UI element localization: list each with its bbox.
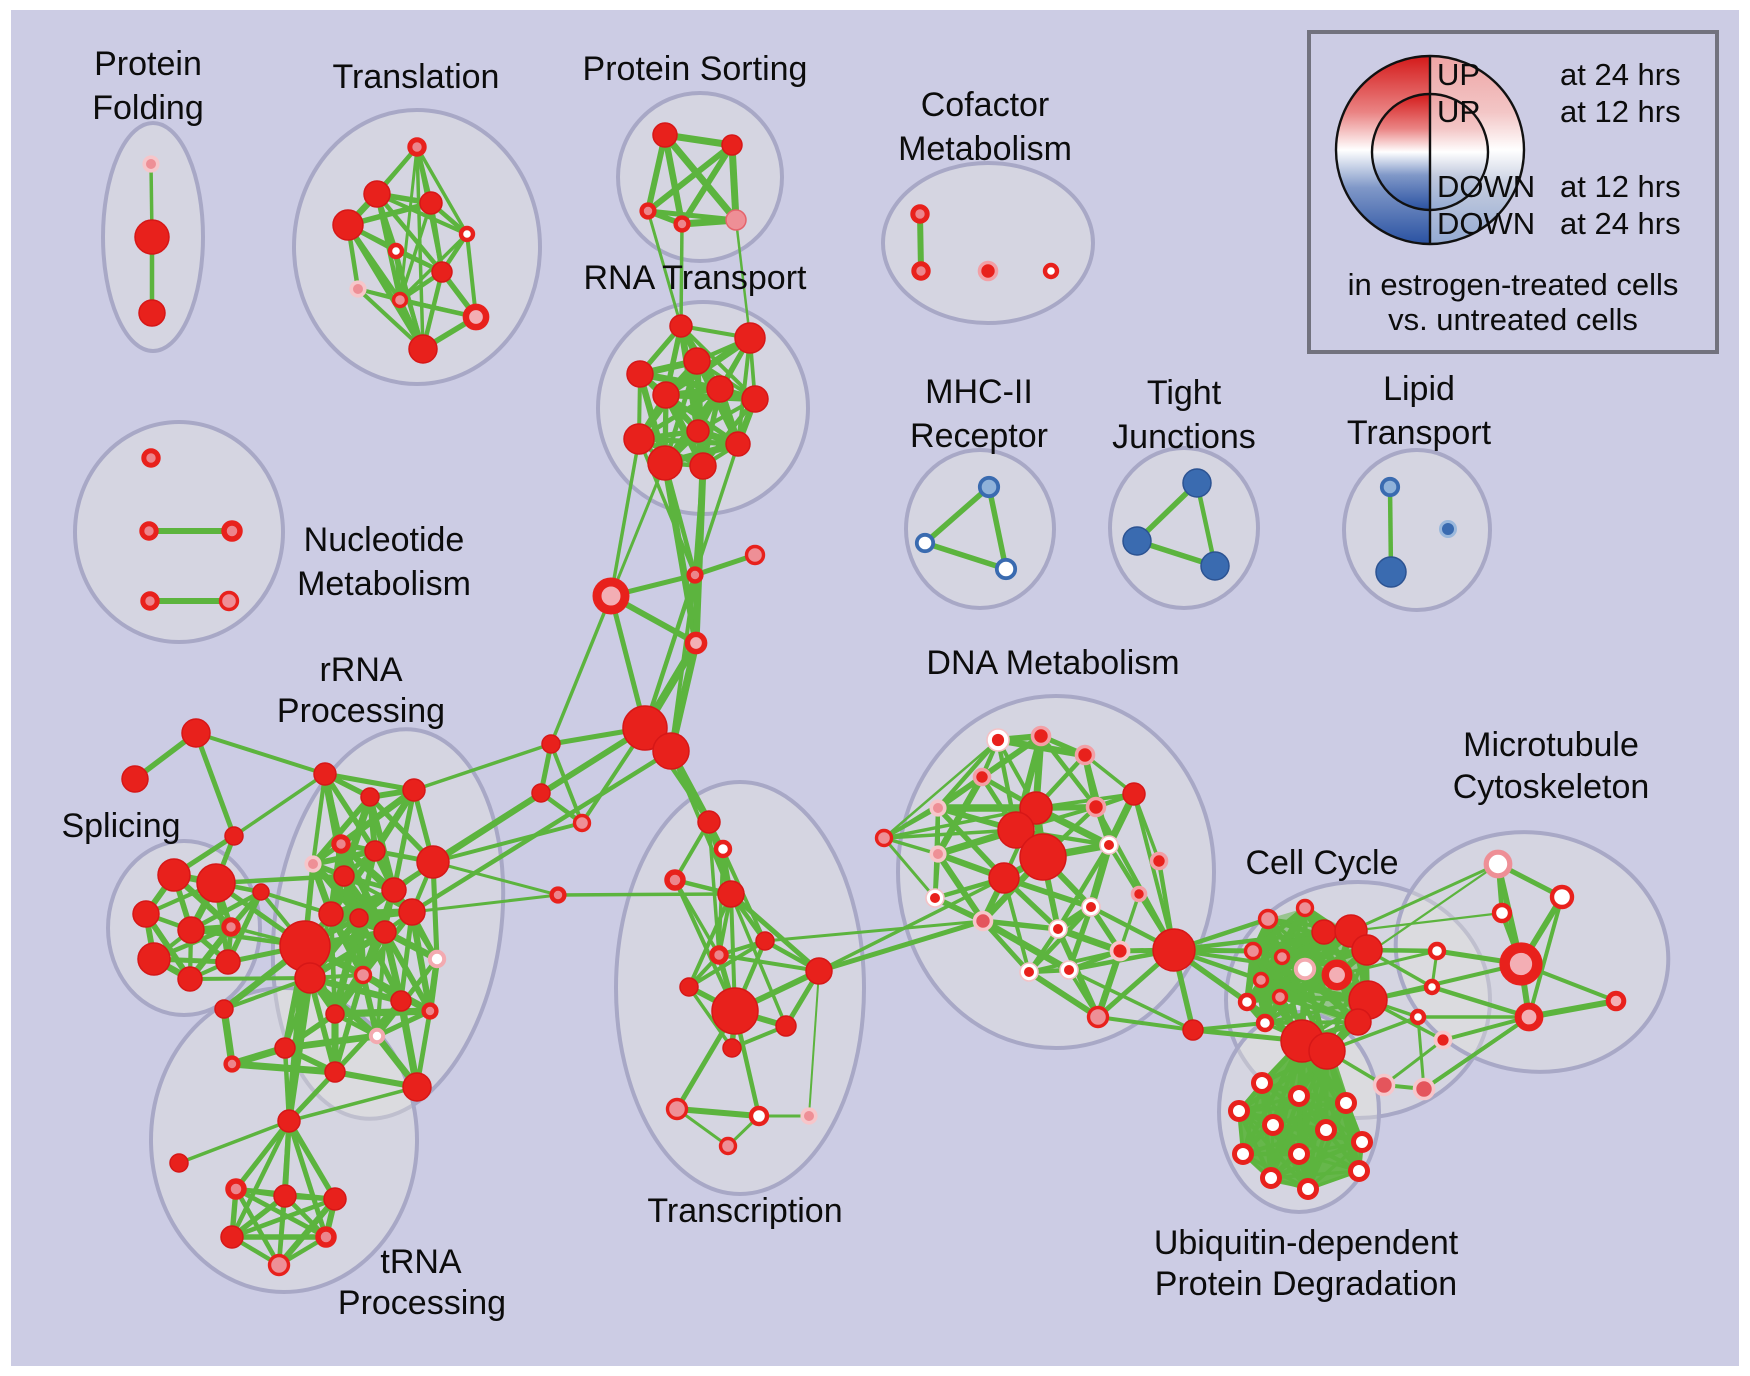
- svg-text:Protein Degradation: Protein Degradation: [1155, 1265, 1457, 1303]
- svg-text:at 24 hrs: at 24 hrs: [1560, 206, 1681, 241]
- svg-text:UP: UP: [1437, 57, 1480, 92]
- svg-text:Translation: Translation: [333, 58, 500, 96]
- svg-text:Splicing: Splicing: [61, 807, 180, 845]
- svg-text:Nucleotide: Nucleotide: [304, 521, 465, 559]
- svg-text:Microtubule: Microtubule: [1463, 726, 1639, 764]
- svg-text:tRNA: tRNA: [380, 1243, 462, 1281]
- svg-text:UP: UP: [1437, 94, 1480, 129]
- svg-text:Protein: Protein: [94, 45, 202, 83]
- svg-text:Processing: Processing: [338, 1284, 506, 1322]
- svg-text:Transcription: Transcription: [647, 1192, 842, 1230]
- svg-text:Ubiquitin-dependent: Ubiquitin-dependent: [1154, 1224, 1459, 1262]
- svg-text:Receptor: Receptor: [910, 417, 1048, 455]
- svg-text:Cell Cycle: Cell Cycle: [1245, 844, 1398, 882]
- svg-text:Metabolism: Metabolism: [297, 565, 471, 603]
- svg-text:DOWN: DOWN: [1437, 169, 1535, 204]
- svg-text:Lipid: Lipid: [1383, 370, 1455, 408]
- svg-text:at 24 hrs: at 24 hrs: [1560, 57, 1681, 92]
- svg-text:at 12 hrs: at 12 hrs: [1560, 169, 1681, 204]
- svg-text:RNA Transport: RNA Transport: [584, 259, 808, 297]
- svg-text:DOWN: DOWN: [1437, 206, 1535, 241]
- svg-text:Tight: Tight: [1147, 374, 1222, 412]
- svg-text:Protein Sorting: Protein Sorting: [583, 50, 808, 88]
- svg-text:Cofactor: Cofactor: [921, 86, 1050, 124]
- svg-text:Cytoskeleton: Cytoskeleton: [1453, 768, 1650, 806]
- svg-text:Metabolism: Metabolism: [898, 130, 1072, 168]
- svg-text:rRNA: rRNA: [319, 651, 402, 689]
- svg-text:vs. untreated cells: vs. untreated cells: [1388, 302, 1638, 337]
- svg-text:at 12 hrs: at 12 hrs: [1560, 94, 1681, 129]
- svg-text:in estrogen-treated cells: in estrogen-treated cells: [1348, 267, 1679, 302]
- svg-text:Processing: Processing: [277, 692, 445, 730]
- svg-text:Transport: Transport: [1347, 414, 1492, 452]
- svg-text:Junctions: Junctions: [1112, 418, 1256, 456]
- svg-text:MHC-II: MHC-II: [925, 373, 1033, 411]
- svg-text:DNA Metabolism: DNA Metabolism: [926, 644, 1179, 682]
- svg-text:Folding: Folding: [92, 89, 204, 127]
